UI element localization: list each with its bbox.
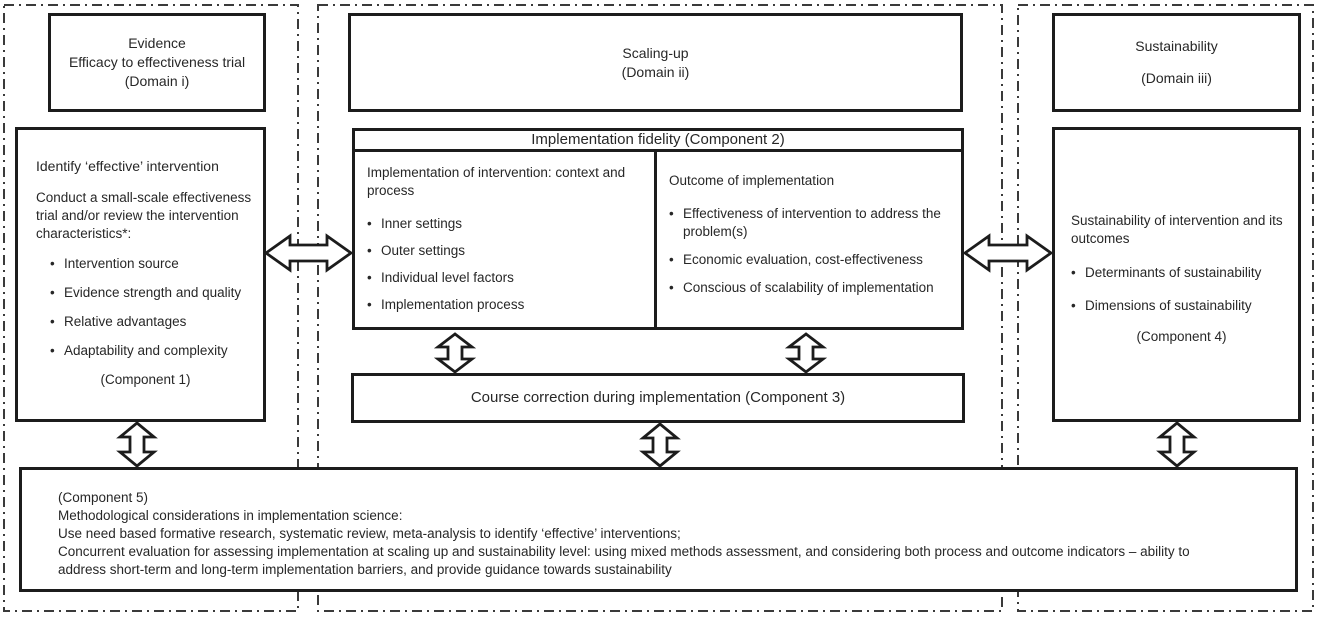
sustainability-domain-title-box: Sustainability (Domain iii) <box>1052 13 1301 112</box>
course-correction-label: Course correction during implementation … <box>470 389 846 406</box>
double-arrow-icon-sustainability-methods <box>1156 421 1198 468</box>
list-item-label: Individual level factors <box>381 270 514 285</box>
double-arrow-icon-scaling-sustainability <box>962 233 1054 273</box>
bullet-icon: • <box>669 252 674 267</box>
sustainability-outcomes-box: Sustainability of intervention and its o… <box>1052 127 1301 422</box>
list-item-label: Economic evaluation, cost-effectiveness <box>683 252 923 267</box>
scaling-title-line1: Scaling-up <box>622 44 689 61</box>
list-item: • Adaptability and complexity <box>36 342 255 360</box>
bullet-icon: • <box>367 216 372 231</box>
list-item-label: Inner settings <box>381 216 463 231</box>
course-correction-box: Course correction during implementation … <box>351 373 965 423</box>
identify-intro: Conduct a small-scale effectiveness tria… <box>36 190 252 241</box>
evidence-title-line3: (Domain i) <box>124 73 190 89</box>
scaling-title-line2: (Domain ii) <box>621 63 690 80</box>
bullet-icon: • <box>1071 298 1076 313</box>
component5-label: (Component 5) <box>58 490 149 505</box>
double-arrow-icon-identify-methods <box>116 421 158 468</box>
bullet-icon: • <box>367 243 372 258</box>
list-item-label: Dimensions of sustainability <box>1085 298 1252 313</box>
list-item-label: Adaptability and complexity <box>64 343 228 358</box>
sustainability-title-line2: (Domain iii) <box>1141 70 1212 86</box>
scaling-up-domain-title-box: Scaling-up (Domain ii) <box>348 13 963 112</box>
bullet-icon: • <box>669 206 674 221</box>
list-item: • Implementation process <box>367 296 644 314</box>
list-item-label: Evidence strength and quality <box>64 285 242 300</box>
implementation-fidelity-box: Implementation fidelity (Component 2) Im… <box>352 128 964 330</box>
implementation-context-column: Implementation of intervention: context … <box>355 152 657 329</box>
bullet-icon: • <box>669 280 674 295</box>
bullet-icon: • <box>1071 265 1076 280</box>
evidence-title-line2: Efficacy to effectiveness trial <box>68 54 246 70</box>
evidence-title-line1: Evidence <box>128 35 186 51</box>
list-item-label: Determinants of sustainability <box>1085 265 1262 280</box>
bullet-icon: • <box>367 270 372 285</box>
component4-label: (Component 4) <box>1136 329 1227 344</box>
list-item: • Effectiveness of intervention to addres… <box>669 205 951 241</box>
list-item: • Outer settings <box>367 242 644 260</box>
list-item: • Determinants of sustainability <box>1071 264 1292 282</box>
list-item-label: Relative advantages <box>64 314 187 329</box>
list-item-label: Outer settings <box>381 243 466 258</box>
fidelity-header: Implementation fidelity (Component 2) <box>355 131 961 152</box>
list-item-label: Implementation process <box>381 297 525 312</box>
list-item: • Relative advantages <box>36 313 255 331</box>
component1-label: (Component 1) <box>100 372 191 387</box>
component5-heading: Methodological considerations in impleme… <box>58 508 403 523</box>
bullet-icon: • <box>50 343 55 358</box>
evidence-domain-title-box: Evidence Efficacy to effectiveness trial… <box>48 13 266 112</box>
component5-text-2: Concurrent evaluation for assessing impl… <box>58 544 1190 577</box>
double-arrow-icon-course-methods <box>639 422 681 468</box>
list-item: • Evidence strength and quality <box>36 284 255 302</box>
methodological-considerations-box: (Component 5) Methodological considerati… <box>19 467 1298 592</box>
list-item: • Conscious of scalability of implementat… <box>669 279 951 297</box>
list-item: • Economic evaluation, cost-effectiveness <box>669 251 951 269</box>
sustainability-bullet-list: • Determinants of sustainability • Dimensi… <box>1071 264 1292 315</box>
list-item: • Individual level factors <box>367 269 644 287</box>
outcome-column: Outcome of implementation • Effectiveness… <box>657 152 961 329</box>
list-item: • Inner settings <box>367 215 644 233</box>
bullet-icon: • <box>367 297 372 312</box>
context-bullet-list: • Inner settings • Outer settings • Individ… <box>367 215 644 314</box>
double-arrow-icon-evidence-scaling <box>263 233 354 273</box>
list-item-label: Effectiveness of intervention to address… <box>683 206 941 239</box>
fidelity-columns: Implementation of intervention: context … <box>355 152 961 329</box>
identify-heading: Identify ‘effective’ intervention <box>36 158 219 174</box>
identify-bullet-list: • Intervention source • Evidence strength … <box>36 255 255 360</box>
outcome-bullet-list: • Effectiveness of intervention to addres… <box>669 205 951 297</box>
sustainability-title-line1: Sustainability <box>1135 38 1218 54</box>
bullet-icon: • <box>50 256 55 271</box>
context-column-heading: Implementation of intervention: context … <box>367 165 626 198</box>
list-item: • Dimensions of sustainability <box>1071 297 1292 315</box>
sustainability-heading: Sustainability of intervention and its o… <box>1071 213 1283 246</box>
list-item: • Intervention source <box>36 255 255 273</box>
double-arrow-icon-outcome-course <box>784 332 828 374</box>
bullet-icon: • <box>50 285 55 300</box>
list-item-label: Conscious of scalability of implementati… <box>683 280 934 295</box>
list-item-label: Intervention source <box>64 256 179 271</box>
identify-intervention-box: Identify ‘effective’ intervention Conduc… <box>15 127 266 422</box>
outcome-column-heading: Outcome of implementation <box>669 173 835 188</box>
double-arrow-icon-context-course <box>433 332 477 374</box>
bullet-icon: • <box>50 314 55 329</box>
component5-text-1: Use need based formative research, syste… <box>58 526 681 541</box>
